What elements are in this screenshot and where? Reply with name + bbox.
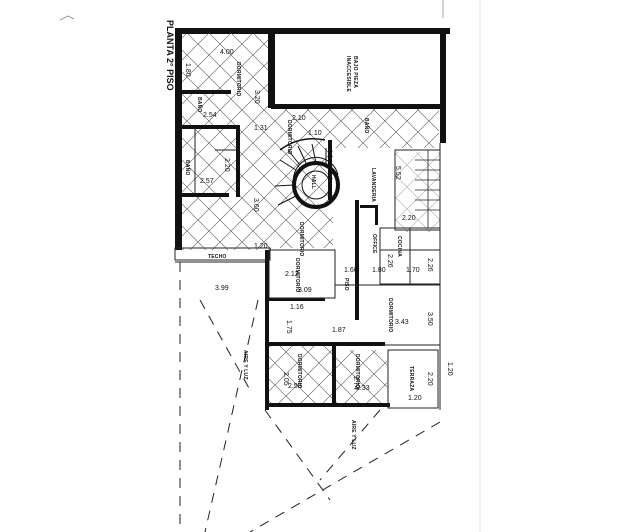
room-label: BAJO PIEZA: [352, 56, 358, 88]
dim-label: 2.20: [426, 372, 433, 386]
dim-label: 2.26: [386, 254, 393, 268]
dim-label: 2.33: [356, 385, 370, 392]
dim-label: 1.16: [290, 304, 304, 311]
dim-label: 2.54: [203, 112, 217, 119]
dim-label: 2.12: [285, 271, 299, 278]
room-label: TECHO: [208, 254, 227, 260]
plan-title: PLANTA 2° PISO: [165, 20, 175, 91]
projection-lines: [179, 262, 441, 532]
dimension-labels: 4.00 3.20 1.80 2.54 2.20 2.57 1.31 3.60 …: [184, 49, 453, 402]
room-label: AIRE Y LUZ: [350, 420, 356, 450]
room-label: PISO: [343, 278, 349, 291]
room-label: DORMITORIO: [298, 222, 304, 256]
dim-label: 1.70: [406, 267, 420, 274]
dim-label: 3.60: [252, 198, 259, 212]
dim-label: 2.05: [282, 372, 289, 386]
room-labels: PLANTA 2° PISO DORMITORIO BAÑO BAÑO BAJO…: [165, 20, 414, 450]
room-label: LAVANDERIA: [370, 168, 376, 202]
dim-label: 1.80: [184, 63, 191, 77]
dim-label: 3.50: [426, 312, 433, 326]
room-label: DORMITORIO: [354, 354, 360, 388]
room-label: DORMITORIO: [296, 354, 302, 388]
dim-label: 1.60: [344, 267, 358, 274]
dim-label: 1.31: [254, 125, 268, 132]
room-label: COCINA: [396, 236, 402, 257]
scan-marks: [59, 0, 481, 532]
dim-label: 1.87: [332, 327, 346, 334]
dim-label: 1.20: [254, 243, 268, 250]
spiral-staircase: [274, 138, 340, 209]
dim-label: 1.80: [372, 267, 386, 274]
dim-label: 2.10: [292, 115, 306, 122]
dim-label: 5.52: [394, 166, 401, 180]
room-label: DORMITORIO: [294, 258, 300, 292]
room-label: AIRE Y LUZ: [242, 350, 248, 380]
dim-label: 3.99: [215, 285, 229, 292]
dim-label: 3.20: [253, 90, 260, 104]
room-label: TERRAZA: [408, 366, 414, 391]
dim-label: 2.20: [402, 215, 416, 222]
dim-label: 3.43: [395, 319, 409, 326]
dim-label: 2.26: [426, 258, 433, 272]
dim-label: 1.20: [446, 362, 453, 376]
dim-label: 2.74: [352, 376, 359, 390]
room-label: DORMITORIO: [387, 298, 393, 332]
room-label: INACCESIBLE: [345, 56, 351, 93]
dim-label: 2.57: [200, 178, 214, 185]
dim-label: 1.75: [285, 320, 292, 334]
dim-label: 4.00: [220, 49, 234, 56]
room-label: DORMITORIO: [235, 62, 241, 96]
room-label: BAÑO: [184, 160, 191, 176]
dim-label: 3.09: [298, 287, 312, 294]
dim-label: 1.20: [408, 395, 422, 402]
room-label: HALL: [310, 175, 316, 189]
room-label: BAÑO: [196, 97, 203, 113]
service-staircase: [415, 150, 440, 228]
dim-label: 1.10: [308, 130, 322, 137]
room-label: BAÑO: [363, 118, 370, 134]
room-label: DORMITORIO: [286, 120, 292, 154]
room-label: OFFICE: [371, 234, 377, 254]
dim-label: 2.20: [223, 158, 230, 172]
dim-label: 2.58: [288, 383, 302, 390]
